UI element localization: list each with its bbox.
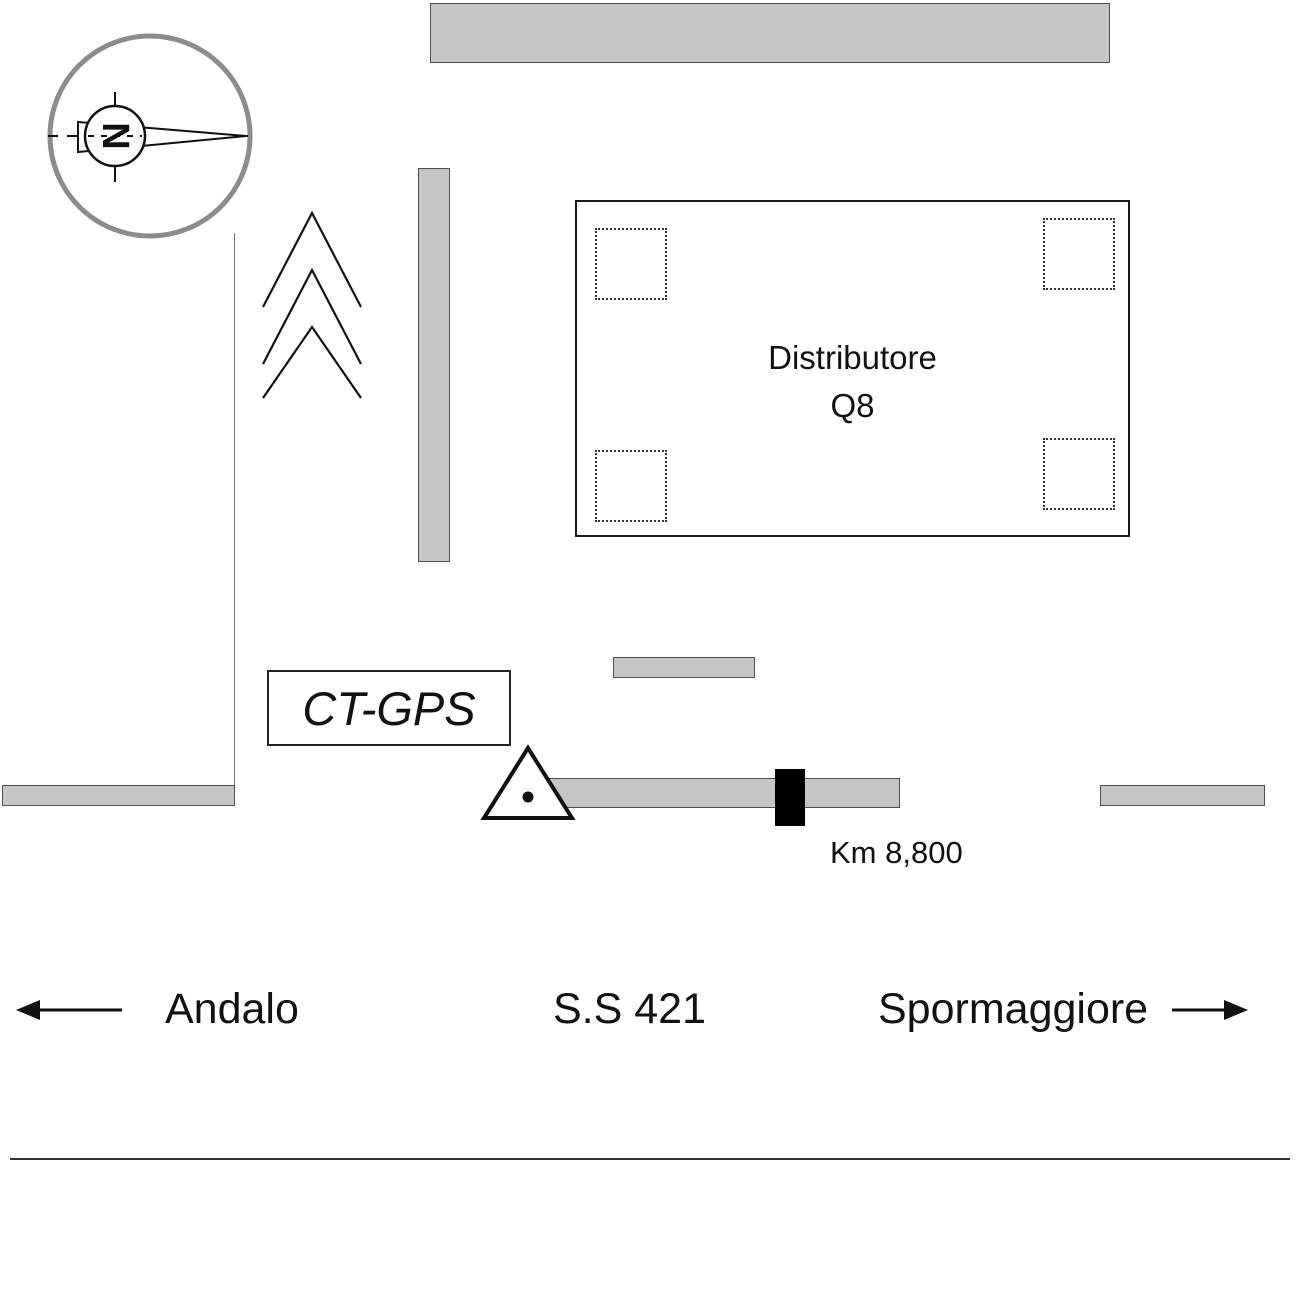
north-compass-icon: N (47, 33, 253, 239)
canopy-pillar (595, 228, 667, 300)
destination-left-label: Andalo (165, 985, 299, 1033)
boundary-line (234, 233, 235, 785)
building-label-line1: Distributore (768, 339, 937, 376)
distributor-building: Distributore Q8 (575, 200, 1130, 537)
canopy-pillar (1043, 438, 1115, 510)
right-road-bar (1100, 785, 1265, 806)
road-name-label: S.S 421 (553, 985, 706, 1033)
right-arrow-icon (1172, 1000, 1248, 1020)
station-label: CT-GPS (302, 681, 476, 735)
destination-right-label: Spormaggiore (878, 985, 1149, 1033)
km-marker (775, 769, 805, 826)
compass-north-letter: N (94, 122, 136, 149)
top-road-bar (430, 3, 1110, 63)
station-label-box: CT-GPS (267, 670, 511, 746)
left-road-bar (2, 785, 235, 806)
canopy-pillar (595, 450, 667, 522)
km-label: Km 8,800 (830, 835, 963, 870)
vertical-wall-bar (418, 168, 450, 562)
left-arrow-icon (16, 1000, 122, 1020)
main-road-bar (530, 778, 900, 808)
small-road-bar (613, 657, 755, 678)
chevron-marks-icon (262, 210, 362, 399)
survey-marker-icon (480, 744, 576, 820)
bottom-separator-line (10, 1158, 1290, 1160)
building-label: Distributore Q8 (577, 334, 1128, 430)
building-label-line2: Q8 (830, 386, 875, 424)
canopy-pillar (1043, 218, 1115, 290)
